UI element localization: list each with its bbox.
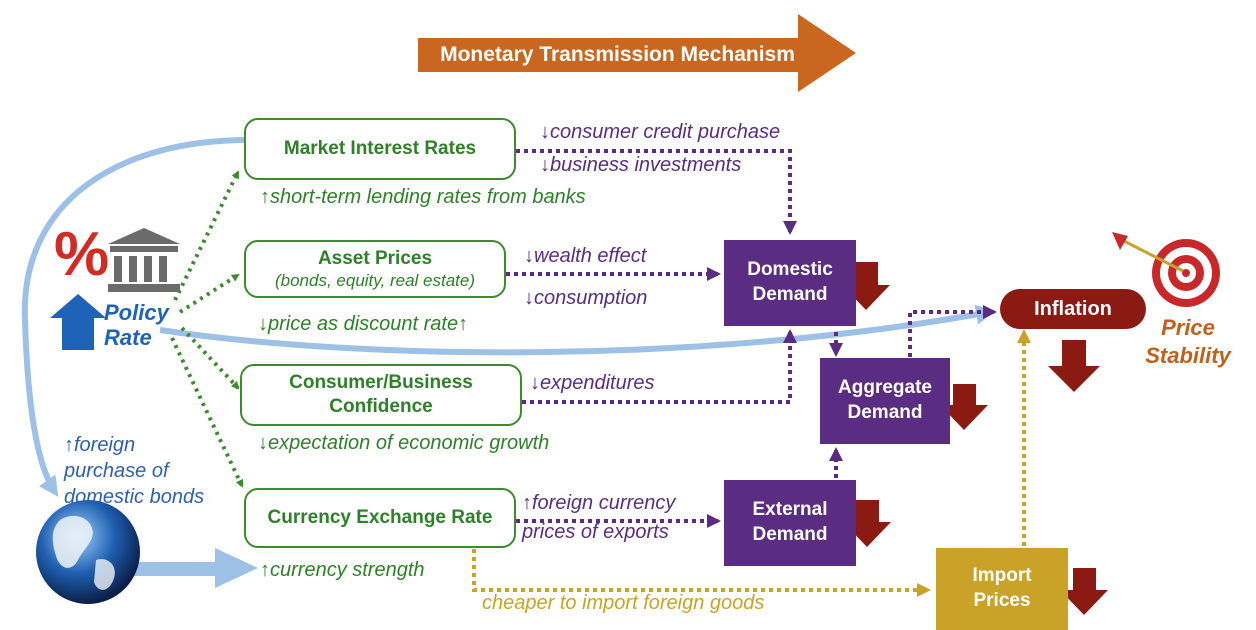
down-arrow-icon	[940, 384, 988, 430]
export-prices-label: prices of exports	[522, 521, 669, 543]
external-demand-line1: External	[752, 499, 828, 521]
consumption-label: ↓consumption	[524, 287, 648, 309]
aggregate-demand-line1: Aggregate	[838, 377, 932, 399]
foreign-currency-label: ↑foreign currency	[522, 492, 676, 514]
asset-prices-box: Asset Prices (bonds, equity, real estate…	[244, 240, 506, 298]
target-icon	[1112, 232, 1220, 307]
down-arrow-icon	[842, 262, 890, 310]
import-prices-box: Import Prices	[936, 548, 1068, 630]
down-arrow-icon	[1060, 568, 1108, 615]
policy-rate-line1: Policy	[104, 300, 169, 325]
exchange-rate-label: Currency Exchange Rate	[267, 507, 493, 529]
market-interest-rates-label: Market Interest Rates	[283, 138, 477, 160]
short-term-lending-label: ↑short-term lending rates from banks	[260, 186, 586, 208]
blue-curve-to-inflation	[159, 304, 996, 356]
business-investments-label: ↓business investments	[540, 154, 742, 176]
percent-symbol: %	[54, 220, 110, 289]
blue-curve-to-globe	[21, 137, 249, 497]
discount-rate-label: ↓price as discount rate↑	[258, 313, 469, 335]
aggregate-demand-line2: Demand	[847, 402, 923, 423]
foreign-purchase-line3: domestic bonds	[64, 486, 205, 508]
down-arrow-icon	[843, 500, 891, 547]
growth-expectation-label: ↓expectation of economic growth	[258, 432, 550, 454]
confidence-label-line1: Consumer/Business	[289, 372, 473, 394]
market-interest-rates-box: Market Interest Rates	[244, 118, 516, 180]
domestic-demand-line1: Domestic	[747, 259, 833, 281]
foreign-purchase-label: ↑foreign purchase of domestic bonds	[64, 432, 204, 510]
aggregate-demand-box: Aggregate Demand	[820, 358, 950, 444]
price-stability-label: Price Stability	[1128, 314, 1248, 369]
inflation-box: Inflation	[1000, 289, 1146, 329]
currency-strength-label: ↑currency strength	[260, 559, 425, 581]
exchange-rate-box: Currency Exchange Rate	[244, 488, 516, 548]
asset-prices-sublabel: (bonds, equity, real estate)	[274, 271, 475, 291]
policy-rate-line2: Rate	[104, 325, 152, 351]
asset-prices-label: Asset Prices	[317, 247, 433, 269]
down-arrow-icon	[1048, 340, 1100, 392]
cheaper-imports-label: cheaper to import foreign goods	[482, 592, 765, 614]
globe-icon	[36, 500, 140, 604]
price-stability-line2: Stability	[1145, 342, 1231, 368]
expenditures-label: ↓expenditures	[530, 372, 655, 394]
domestic-demand-line2: Demand	[752, 284, 828, 305]
wealth-effect-label: ↓wealth effect	[524, 245, 647, 267]
foreign-purchase-line1: ↑foreign	[64, 434, 136, 456]
up-arrow-icon	[50, 294, 106, 350]
confidence-box: Consumer/Business Confidence	[240, 364, 522, 426]
foreign-purchase-line2: purchase of	[64, 460, 169, 482]
policy-rate-label: Policy Rate	[104, 300, 169, 351]
diagram-title: Monetary Transmission Mechanism	[440, 43, 795, 66]
import-prices-line2: Prices	[973, 590, 1031, 611]
external-demand-box: External Demand	[724, 480, 856, 566]
price-stability-line1: Price	[1161, 315, 1215, 340]
import-prices-line1: Import	[972, 565, 1032, 587]
bank-icon	[108, 228, 180, 292]
external-demand-line2: Demand	[752, 524, 828, 545]
consumer-credit-label: ↓consumer credit purchase	[540, 121, 781, 143]
banner-arrow	[418, 14, 856, 92]
confidence-label-line2: Confidence	[329, 396, 433, 417]
blue-globe-arrow	[132, 548, 258, 588]
domestic-demand-box: Domestic Demand	[724, 240, 856, 326]
